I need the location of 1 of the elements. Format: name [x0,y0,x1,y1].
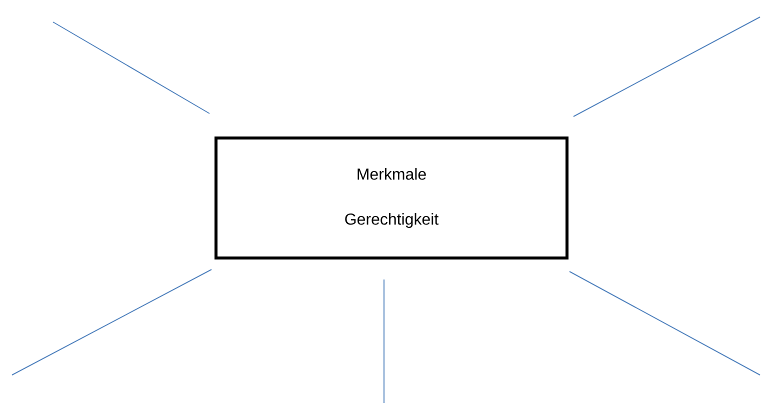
text-box: Merkmale Gerechtigkeit [214,136,568,260]
